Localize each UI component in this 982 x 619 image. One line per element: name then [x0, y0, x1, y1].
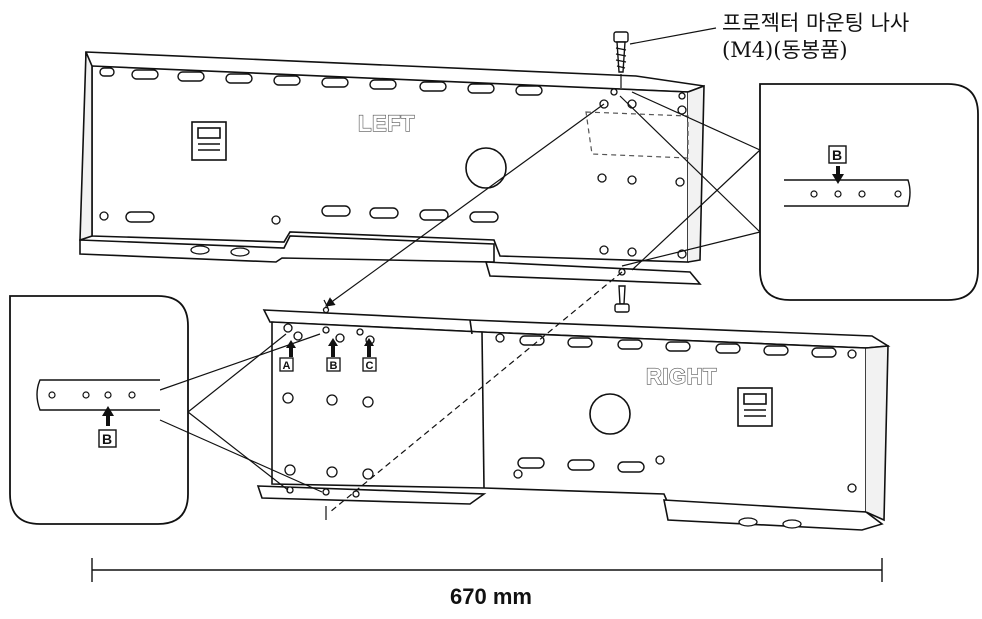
screw-callout-line-2: (M4)(동봉품) — [722, 38, 848, 62]
right-plate-top-slots — [519, 335, 837, 358]
marker-c-label: C — [366, 360, 374, 372]
right-plate-bottom-slots — [517, 457, 645, 473]
alignment-lines — [323, 103, 623, 520]
detail-right-marker: B — [832, 147, 842, 163]
dimension-label: 670 mm — [450, 584, 532, 609]
marker-c-box: C — [362, 357, 377, 372]
callout-leader — [629, 27, 717, 45]
right-plate-holes — [282, 306, 857, 529]
mounting-screw-bottom — [614, 285, 630, 313]
left-plate-cable-hole — [465, 147, 507, 189]
left-plate-top-slots — [99, 67, 543, 96]
left-plate-bottom-slots — [125, 205, 499, 223]
left-plate-handle — [191, 121, 227, 161]
right-plate-cable-hole — [589, 393, 631, 435]
detail-left-marker: B — [102, 431, 112, 447]
left-plate-holes — [99, 88, 687, 276]
right-plate-handle — [737, 387, 773, 427]
marker-a-label: A — [283, 360, 291, 372]
mounting-screw-top — [613, 31, 629, 73]
screw-callout-text: 프로젝터 마운팅 나사 (M4)(동봉품) — [722, 10, 909, 64]
dimension-line — [91, 558, 883, 582]
marker-a-box: A — [279, 357, 294, 372]
marker-b-label: B — [330, 360, 338, 372]
left-plate-label: LEFT — [358, 111, 415, 136]
left-plate-mount-area — [585, 111, 689, 159]
detail-callout-left: B — [9, 295, 323, 525]
right-plate-label: RIGHT — [646, 364, 717, 389]
marker-b-box: B — [326, 357, 341, 372]
detail-callout-right: B — [619, 83, 979, 301]
left-plate — [79, 51, 705, 285]
right-plate — [256, 309, 891, 531]
screw-callout-line-1: 프로젝터 마운팅 나사 — [722, 11, 910, 35]
